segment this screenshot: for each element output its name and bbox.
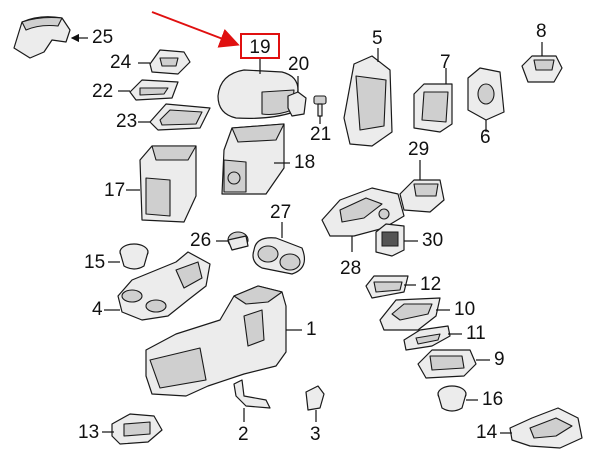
callout-13: 13 <box>78 422 100 443</box>
callout-27: 27 <box>270 202 292 223</box>
part-25-drawing <box>13 16 88 59</box>
callout-1: 1 <box>306 319 317 340</box>
callout-16: 16 <box>482 389 504 410</box>
part-21-drawing <box>313 95 327 124</box>
callout-19-highlight-box: 19 <box>240 33 280 59</box>
part-27-drawing <box>252 222 305 275</box>
part-4-drawing <box>104 251 211 321</box>
part-6-drawing <box>467 67 505 132</box>
part-29-drawing <box>399 160 445 213</box>
part-28-drawing <box>321 187 405 252</box>
callout-23: 23 <box>116 111 138 132</box>
part-1-drawing <box>145 285 302 397</box>
callout-3: 3 <box>310 424 321 445</box>
part-24-drawing <box>138 49 191 75</box>
callout-11: 11 <box>466 323 486 344</box>
callout-17: 17 <box>104 180 126 201</box>
part-16-drawing <box>437 385 478 412</box>
part-19-drawing <box>217 58 299 119</box>
callout-9: 9 <box>494 349 505 370</box>
part-9-drawing <box>417 349 490 379</box>
callout-24: 24 <box>110 52 132 73</box>
callout-19: 19 <box>249 37 271 58</box>
part-23-drawing <box>138 103 211 131</box>
part-14-drawing <box>500 407 583 449</box>
callout-18: 18 <box>294 152 316 173</box>
part-11-drawing <box>403 325 462 351</box>
part-7-drawing <box>413 68 453 133</box>
part-20-drawing <box>287 76 307 117</box>
part-26-drawing <box>216 231 249 251</box>
callout-20: 20 <box>288 54 310 75</box>
callout-30: 30 <box>422 230 444 251</box>
callout-6: 6 <box>480 127 491 148</box>
callout-7: 7 <box>440 52 451 73</box>
part-22-drawing <box>118 79 179 101</box>
part-15-drawing <box>108 243 149 270</box>
part-13-drawing <box>102 413 163 445</box>
part-18-drawing <box>221 123 290 195</box>
part-10-drawing <box>379 297 450 331</box>
callout-14: 14 <box>476 422 498 443</box>
part-3-drawing <box>305 385 325 422</box>
part-30-drawing <box>375 223 418 257</box>
callout-5: 5 <box>372 28 383 49</box>
callout-29: 29 <box>408 139 430 160</box>
highlight-arrow <box>151 11 240 48</box>
callout-10: 10 <box>454 299 476 320</box>
callout-8: 8 <box>536 21 547 42</box>
callout-22: 22 <box>92 81 114 102</box>
callout-4: 4 <box>92 299 103 320</box>
callout-21: 21 <box>310 124 332 145</box>
callout-12: 12 <box>420 274 442 295</box>
part-12-drawing <box>365 275 416 299</box>
callout-2: 2 <box>238 424 249 445</box>
part-5-drawing <box>343 48 393 147</box>
part-2-drawing <box>233 379 271 422</box>
callout-25: 25 <box>92 27 114 48</box>
part-8-drawing <box>521 42 563 83</box>
callout-26: 26 <box>190 230 212 251</box>
part-17-drawing <box>126 145 197 223</box>
callout-28: 28 <box>340 258 362 279</box>
callout-15: 15 <box>84 252 106 273</box>
